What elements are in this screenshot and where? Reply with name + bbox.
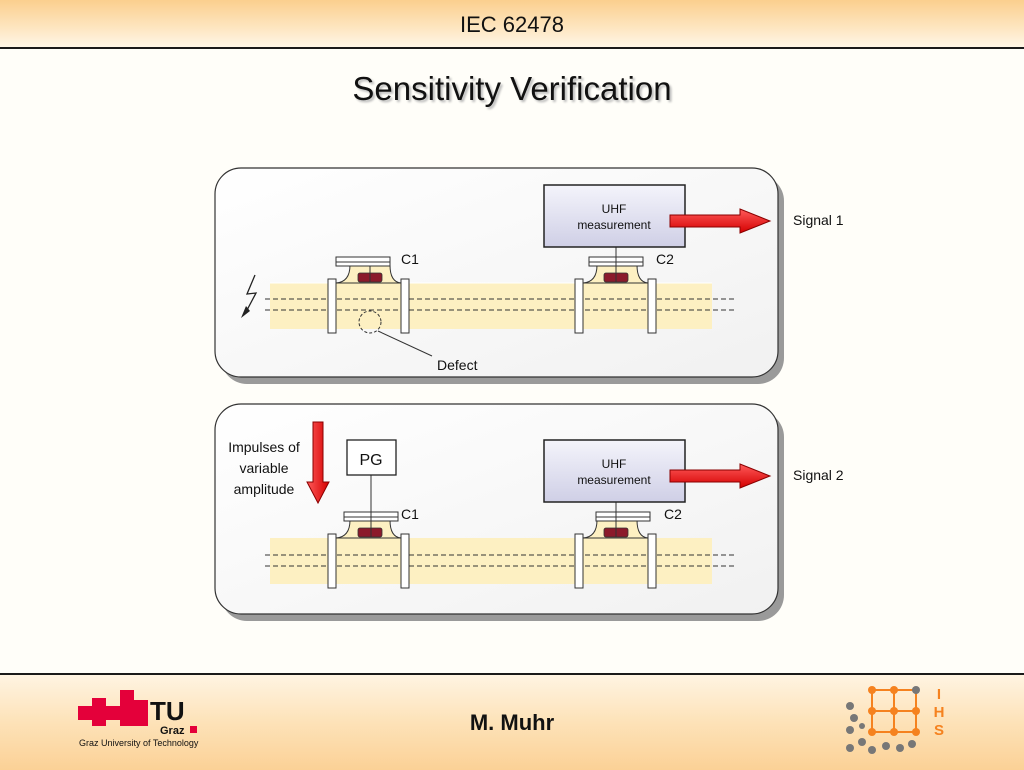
uhf-measurement-box-1	[543, 184, 686, 248]
label-c2: C2	[664, 506, 682, 522]
tu-caption: Graz University of Technology	[79, 738, 199, 748]
uhf-label-line1: UHF	[602, 457, 627, 471]
uhf-label-line2: measurement	[577, 218, 651, 232]
header-title: IEC 62478	[460, 12, 564, 37]
header-bar: IEC 62478	[0, 0, 1024, 49]
flange	[574, 533, 584, 589]
flange	[400, 278, 410, 334]
defect-label: Defect	[437, 357, 478, 373]
tu-logo-text: TU	[150, 696, 185, 726]
panel-1-frame	[214, 167, 779, 378]
defect-leader-line	[377, 330, 433, 357]
impulses-label-line2: variable	[239, 460, 288, 476]
impulses-label-line1: Impulses of	[228, 439, 300, 455]
sensor-c1	[335, 256, 402, 284]
author-name: M. Muhr	[469, 710, 555, 735]
signal-2-arrow-icon	[669, 463, 772, 489]
panel-2: C1 C2 PG UHF measurement Signal 2	[214, 403, 844, 621]
signal-2-label: Signal 2	[793, 467, 844, 483]
impulse-arrow-icon	[306, 421, 330, 505]
flange	[647, 533, 657, 589]
pipe-1	[270, 283, 712, 329]
ihs-letter-i: I	[936, 686, 942, 703]
lightning-icon	[241, 274, 258, 318]
pulse-generator-box	[346, 439, 397, 476]
panel-1: C1 C2 UHF measurement Signal 1 Defect	[214, 167, 844, 384]
ihs-letter-s: S	[933, 722, 944, 739]
label-c2: C2	[656, 251, 674, 267]
signal-1-label: Signal 1	[793, 212, 844, 228]
pipe-2	[270, 538, 712, 584]
label-c1: C1	[401, 506, 419, 522]
uhf-label-line1: UHF	[602, 202, 627, 216]
defect-marker	[358, 310, 382, 334]
uhf-measurement-box-2	[543, 439, 686, 503]
pg-label: PG	[359, 452, 382, 469]
impulses-label-line3: amplitude	[234, 481, 295, 497]
flange	[400, 533, 410, 589]
sensor-c1	[335, 475, 402, 539]
tu-graz-logo: TU Graz	[78, 690, 197, 737]
ihs-logo	[846, 686, 920, 754]
sensor-c2	[582, 247, 649, 284]
flange	[647, 278, 657, 334]
label-c1: C1	[401, 251, 419, 267]
uhf-label-line2: measurement	[577, 473, 651, 487]
ihs-letter-h: H	[933, 704, 945, 721]
flange	[574, 278, 584, 334]
slide-title: Sensitivity Verification	[352, 70, 672, 107]
sensor-c2	[582, 502, 651, 539]
signal-1-arrow-icon	[669, 208, 772, 234]
flange	[327, 278, 337, 334]
flange	[327, 533, 337, 589]
tu-logo-sub: Graz	[160, 725, 185, 737]
